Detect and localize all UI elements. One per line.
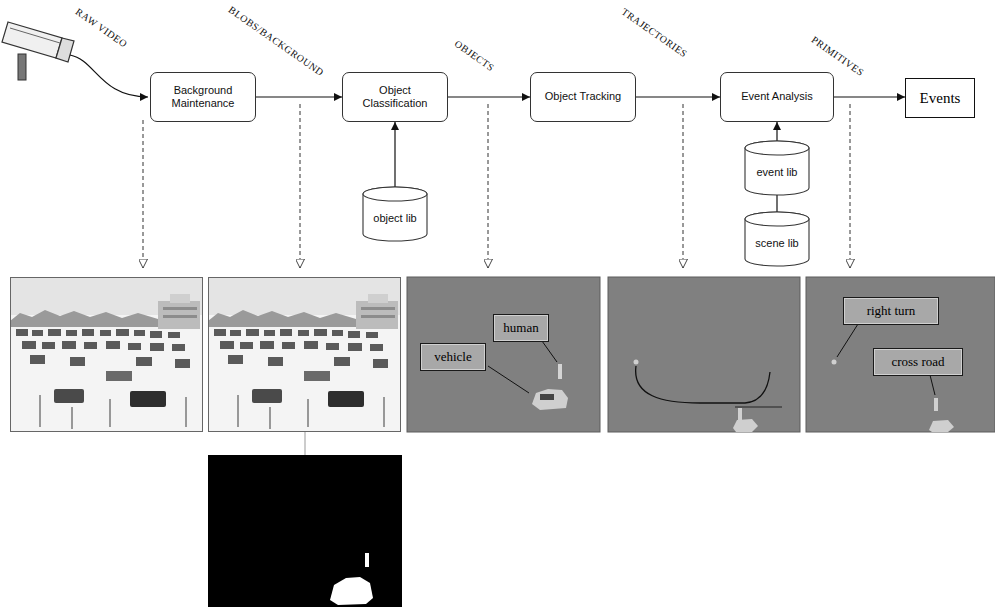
objects-panel xyxy=(558,364,562,379)
trajectories-panel xyxy=(608,277,800,432)
primitives-panel xyxy=(837,324,858,357)
primitives-panel xyxy=(832,360,837,365)
process-box: Event Analysis xyxy=(720,72,834,122)
background-frame xyxy=(208,277,401,432)
dashed-pointer xyxy=(143,120,144,268)
trajectories-panel xyxy=(634,360,639,365)
mask-connector xyxy=(305,432,306,455)
library-cylinder: object lib xyxy=(362,187,428,241)
objects-panel xyxy=(488,366,529,393)
dashed-pointer xyxy=(143,104,850,268)
node-text: Background Maintenance xyxy=(158,84,248,110)
objects-panel xyxy=(532,389,568,410)
video-camera xyxy=(18,54,26,80)
trajectories-panel xyxy=(733,419,758,432)
event-tag: cross road xyxy=(873,348,963,376)
node-text: event lib xyxy=(752,166,802,178)
flow-arrow xyxy=(776,122,777,141)
video-camera xyxy=(56,38,74,62)
video-cable xyxy=(70,55,148,97)
cylinder-top xyxy=(745,212,809,226)
library-cylinder: event lib xyxy=(744,141,810,195)
video-camera xyxy=(2,22,62,58)
trajectories-panel xyxy=(738,408,742,420)
node-text: Object Tracking xyxy=(538,90,628,103)
primitives-panel xyxy=(930,375,935,395)
stream-label: TRAJECTORIES xyxy=(620,6,690,59)
event-tag: right turn xyxy=(843,297,939,325)
video-camera xyxy=(10,28,60,43)
cylinder-body xyxy=(363,187,427,241)
node-text: right turn xyxy=(849,303,933,319)
foreground-mask xyxy=(208,455,402,607)
node-text: Event Analysis xyxy=(728,90,826,103)
flow-arrow xyxy=(394,122,395,187)
node-text: scene lib xyxy=(752,237,802,249)
output-box: Events xyxy=(905,78,975,118)
stream-label: BLOBS/BACKGROUND xyxy=(227,4,326,78)
node-text: cross road xyxy=(879,354,957,370)
foreground-mask xyxy=(365,553,369,567)
process-box: Object Tracking xyxy=(530,72,636,122)
primitives-panel xyxy=(806,277,995,432)
cylinder-body xyxy=(745,212,809,266)
node-text: Object Classification xyxy=(350,84,440,110)
node-text: vehicle xyxy=(426,349,480,365)
primitives-panel xyxy=(806,277,995,432)
dashed-pointer xyxy=(850,104,851,268)
primitives-panel xyxy=(934,398,938,411)
video-camera xyxy=(2,22,74,80)
node-text: object lib xyxy=(370,212,420,224)
object-tag: human xyxy=(493,314,549,342)
objects-panel xyxy=(407,277,600,432)
trajectories-panel xyxy=(735,407,782,408)
flow-arrow xyxy=(834,96,905,97)
cylinder-top xyxy=(363,187,427,201)
foreground-mask xyxy=(208,455,402,607)
stream-label: RAW VIDEO xyxy=(74,6,130,50)
dashed-pointer xyxy=(488,104,489,268)
trajectories-panel xyxy=(636,366,770,403)
objects-panel xyxy=(542,341,557,362)
objects-panel xyxy=(540,394,554,400)
flow-arrow xyxy=(636,96,720,97)
flow-arrow xyxy=(776,195,777,212)
node-text: Events xyxy=(913,90,967,107)
process-box: Background Maintenance xyxy=(150,72,256,122)
trajectories-panel xyxy=(608,277,800,432)
object-tag: vehicle xyxy=(420,343,486,371)
stream-label: OBJECTS xyxy=(453,38,497,73)
primitives-panel xyxy=(929,420,954,432)
objects-panel xyxy=(407,277,600,432)
cylinder-top xyxy=(745,141,809,155)
foreground-mask xyxy=(330,577,373,605)
process-box: Object Classification xyxy=(342,72,448,122)
raw-frame xyxy=(10,277,203,432)
flow-arrow xyxy=(256,96,342,97)
stream-label: PRIMITIVES xyxy=(810,34,866,78)
dashed-pointer xyxy=(683,104,684,268)
flow-arrow xyxy=(448,96,530,97)
dashed-pointer xyxy=(300,104,301,268)
cylinder-body xyxy=(745,141,809,195)
library-cylinder: scene lib xyxy=(744,212,810,266)
node-text: human xyxy=(499,320,543,336)
